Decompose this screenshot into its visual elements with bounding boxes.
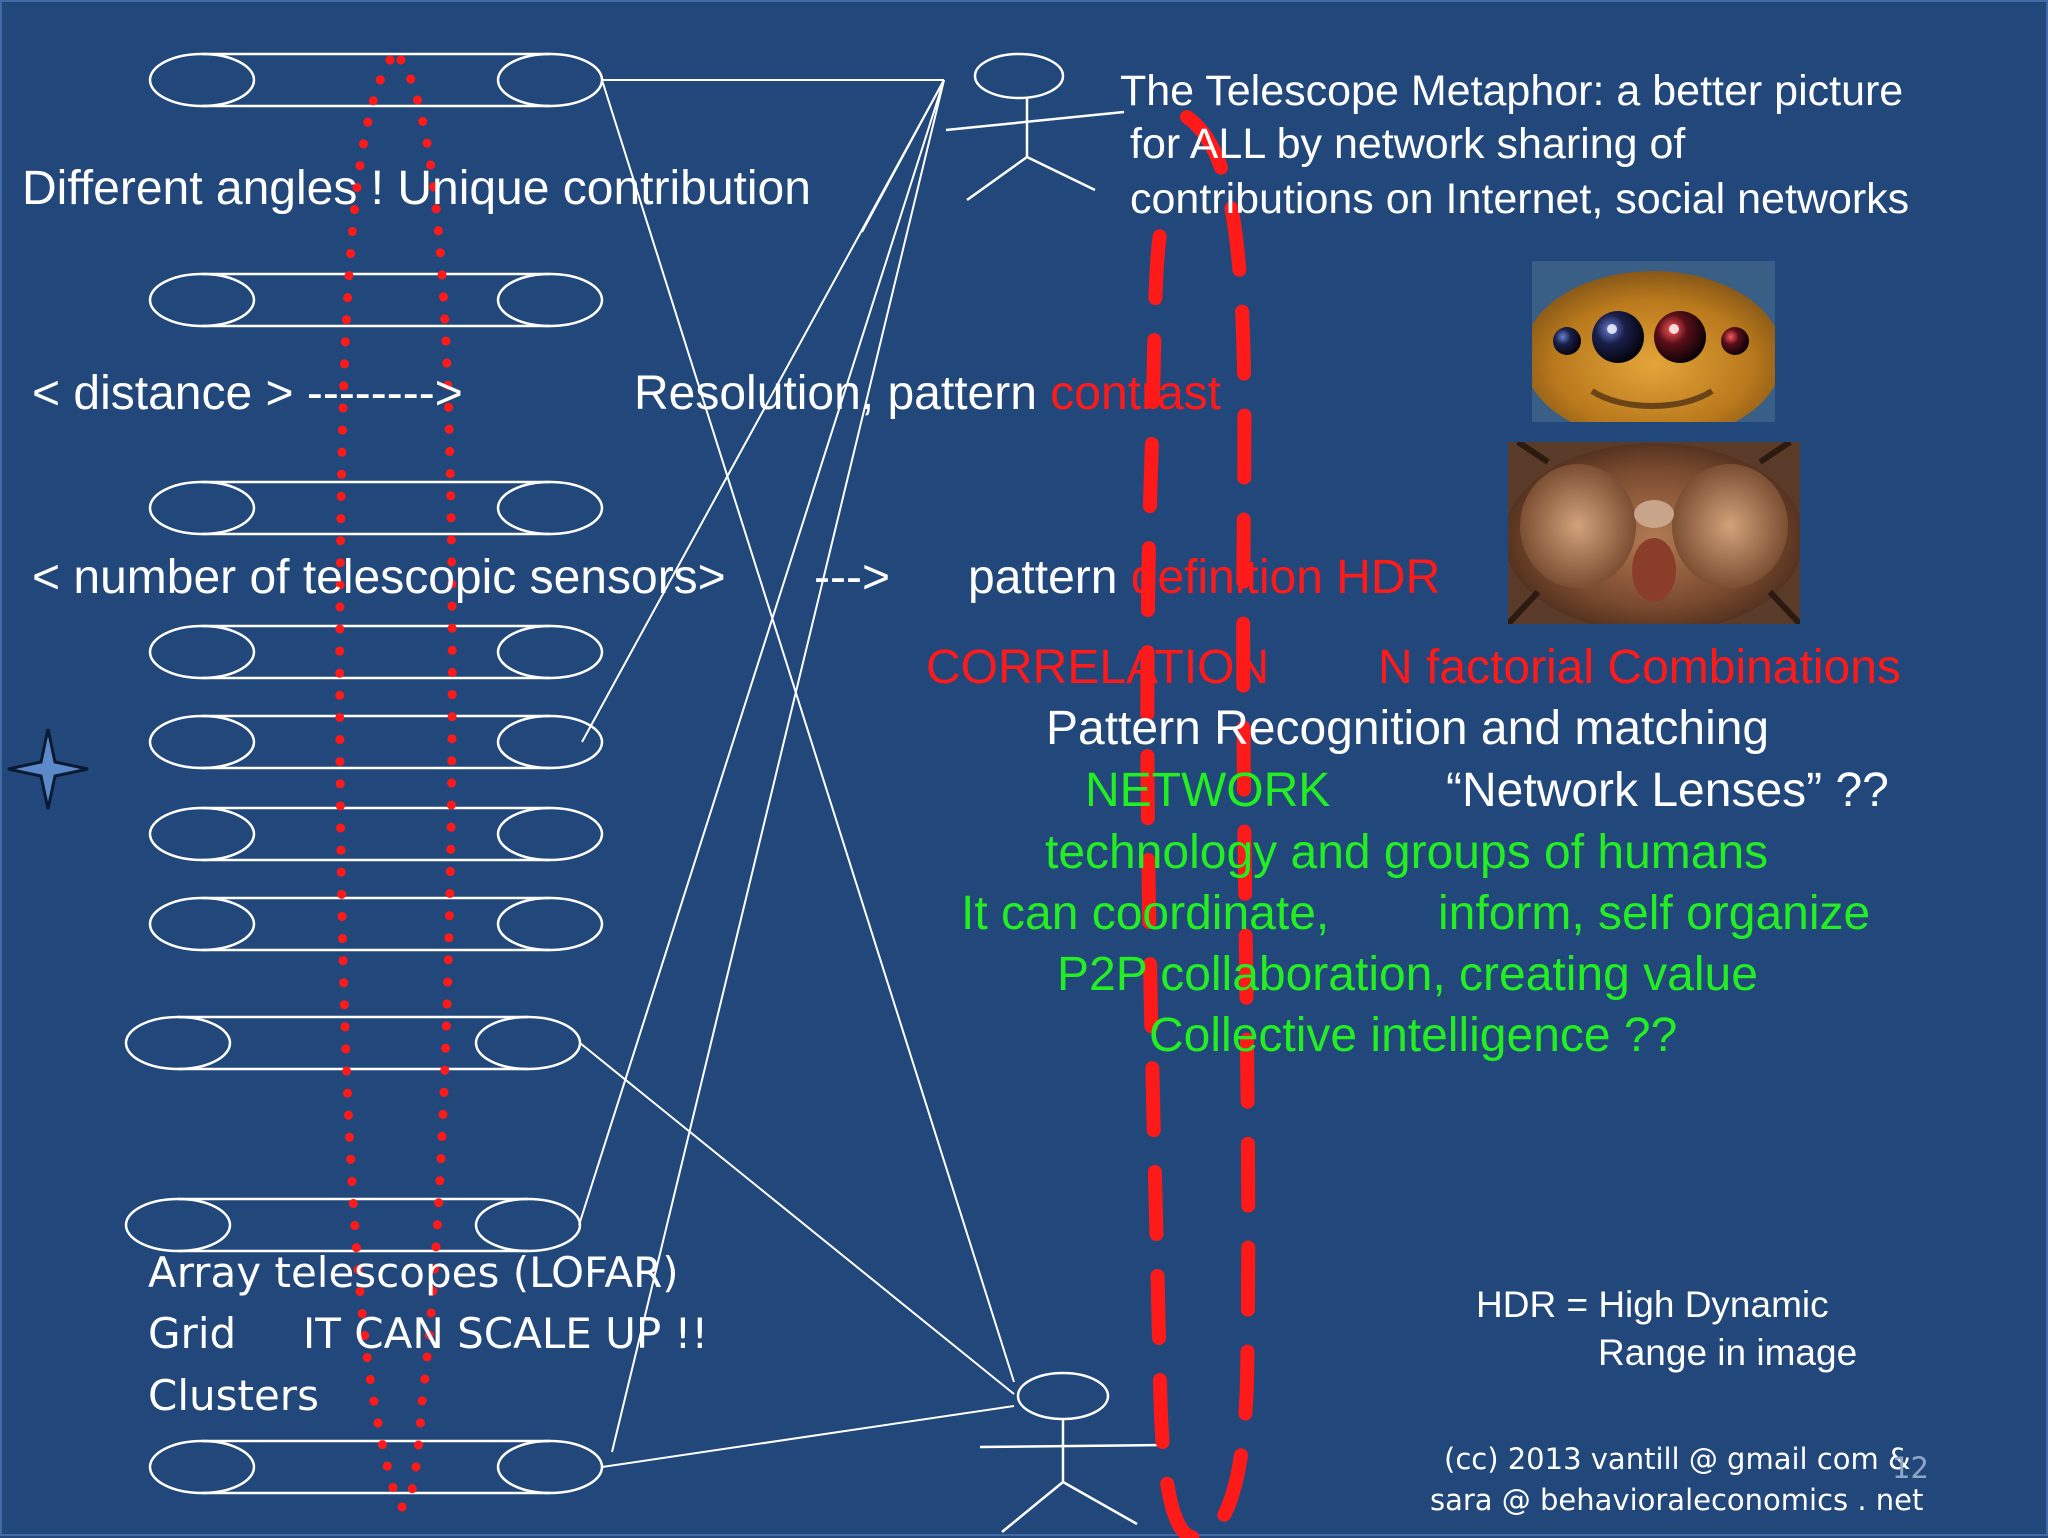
page-number: 12 — [1892, 1451, 1929, 1485]
tube-end-left — [148, 624, 256, 680]
hdr-note-line-1: HDR = High Dynamic — [1476, 1284, 1829, 1325]
sensors-arrow: ---> — [814, 551, 890, 604]
n-factorial-label: N factorial Combinations — [1378, 641, 1901, 694]
sight-line — [579, 1042, 1015, 1395]
jumping-spider-image — [1532, 261, 1775, 422]
sight-lines — [578, 79, 1015, 1468]
dashed-red-boundary — [1140, 110, 1256, 1538]
network-lenses-label: “Network Lenses” ?? — [1446, 764, 1889, 817]
tube-end-left — [124, 1197, 232, 1253]
technology-label: technology and groups of humans — [1045, 826, 1769, 879]
coordinate-label: It can coordinate, — [961, 887, 1330, 940]
tube-end-left — [148, 52, 256, 108]
tube-end-left — [148, 806, 256, 862]
inform-label: inform, self organize — [1438, 887, 1871, 940]
array-telescopes-label: Array telescopes (LOFAR) — [148, 1248, 679, 1297]
telescope-tube — [148, 480, 604, 536]
correlation-label: CORRELATION — [926, 641, 1270, 694]
angles-label: Different angles ! Unique contribution — [22, 162, 811, 215]
pattern-definition-label: pattern definition HDR — [968, 554, 1440, 602]
tube-end-right — [496, 1439, 604, 1495]
telescope-tube — [148, 896, 604, 952]
sight-line — [861, 79, 945, 233]
sight-line — [601, 1405, 1015, 1468]
resolution-label: Resolution, pattern contrast — [634, 370, 1221, 418]
sensors-label: < number of telescopic sensors> — [32, 551, 726, 604]
pattern-recognition-label: Pattern Recognition and matching — [1046, 702, 1770, 755]
tube-end-right — [496, 624, 604, 680]
telescope-tube — [148, 806, 604, 862]
resolution-text: Resolution, pattern — [634, 367, 1037, 420]
clusters-label: Clusters — [148, 1371, 319, 1420]
credits-line-2: sara @ behavioraleconomics . net — [1430, 1483, 1924, 1517]
slide-title-line-2: for ALL by network sharing of — [1130, 120, 1686, 168]
tube-end-right — [496, 272, 604, 328]
spider-face-photo — [1508, 442, 1800, 624]
tube-end-right — [496, 896, 604, 952]
telescope-tube — [148, 52, 604, 108]
tube-end-right — [496, 806, 604, 862]
slide-title-line-1: The Telescope Metaphor: a better picture — [1120, 67, 1904, 115]
tube-end-left — [148, 480, 256, 536]
collective-intelligence-label: Collective intelligence ?? — [1149, 1009, 1678, 1062]
telescope-tube — [148, 714, 604, 770]
tube-end-right — [474, 1015, 582, 1071]
slide-title-line-3: contributions on Internet, social networ… — [1130, 175, 1910, 223]
tube-end-left — [148, 896, 256, 952]
definition-hdr-text: definition HDR — [1130, 551, 1441, 604]
contrast-text: contrast — [1050, 367, 1222, 420]
pattern-text: pattern — [968, 551, 1118, 604]
stick-figure-bottom — [979, 1371, 1163, 1533]
tube-end-left — [148, 1439, 256, 1495]
jumping-spider-photo — [1532, 261, 1775, 422]
telescope-tube — [148, 1439, 604, 1495]
tube-end-left — [148, 272, 256, 328]
network-label: NETWORK — [1085, 764, 1331, 817]
tube-end-right — [496, 480, 604, 536]
sight-line — [601, 79, 1015, 1383]
distance-label: < distance > --------> — [32, 367, 463, 420]
star-marker — [7, 728, 89, 810]
stick-figure-top — [945, 52, 1125, 202]
dotted-red-loop — [335, 55, 457, 1512]
tube-end-left — [148, 714, 256, 770]
hdr-note-line-2: Range in image — [1598, 1332, 1858, 1373]
sight-line — [578, 79, 945, 1226]
telescope-tube — [148, 272, 604, 328]
tube-end-right — [474, 1197, 582, 1253]
telescope-tubes — [124, 52, 604, 1495]
telescope-tube — [148, 624, 604, 680]
tube-end-right — [496, 714, 604, 770]
spider-face-image — [1508, 442, 1800, 624]
sight-line — [611, 79, 945, 1453]
tube-end-right — [496, 52, 604, 108]
grid-scale-label: Grid IT CAN SCALE UP !! — [148, 1309, 709, 1358]
telescope-tube — [124, 1015, 582, 1071]
p2p-label: P2P collaboration, creating value — [1057, 948, 1758, 1001]
tube-end-left — [124, 1015, 232, 1071]
credits-line-1: (cc) 2013 vantill @ gmail com & — [1444, 1442, 1911, 1476]
